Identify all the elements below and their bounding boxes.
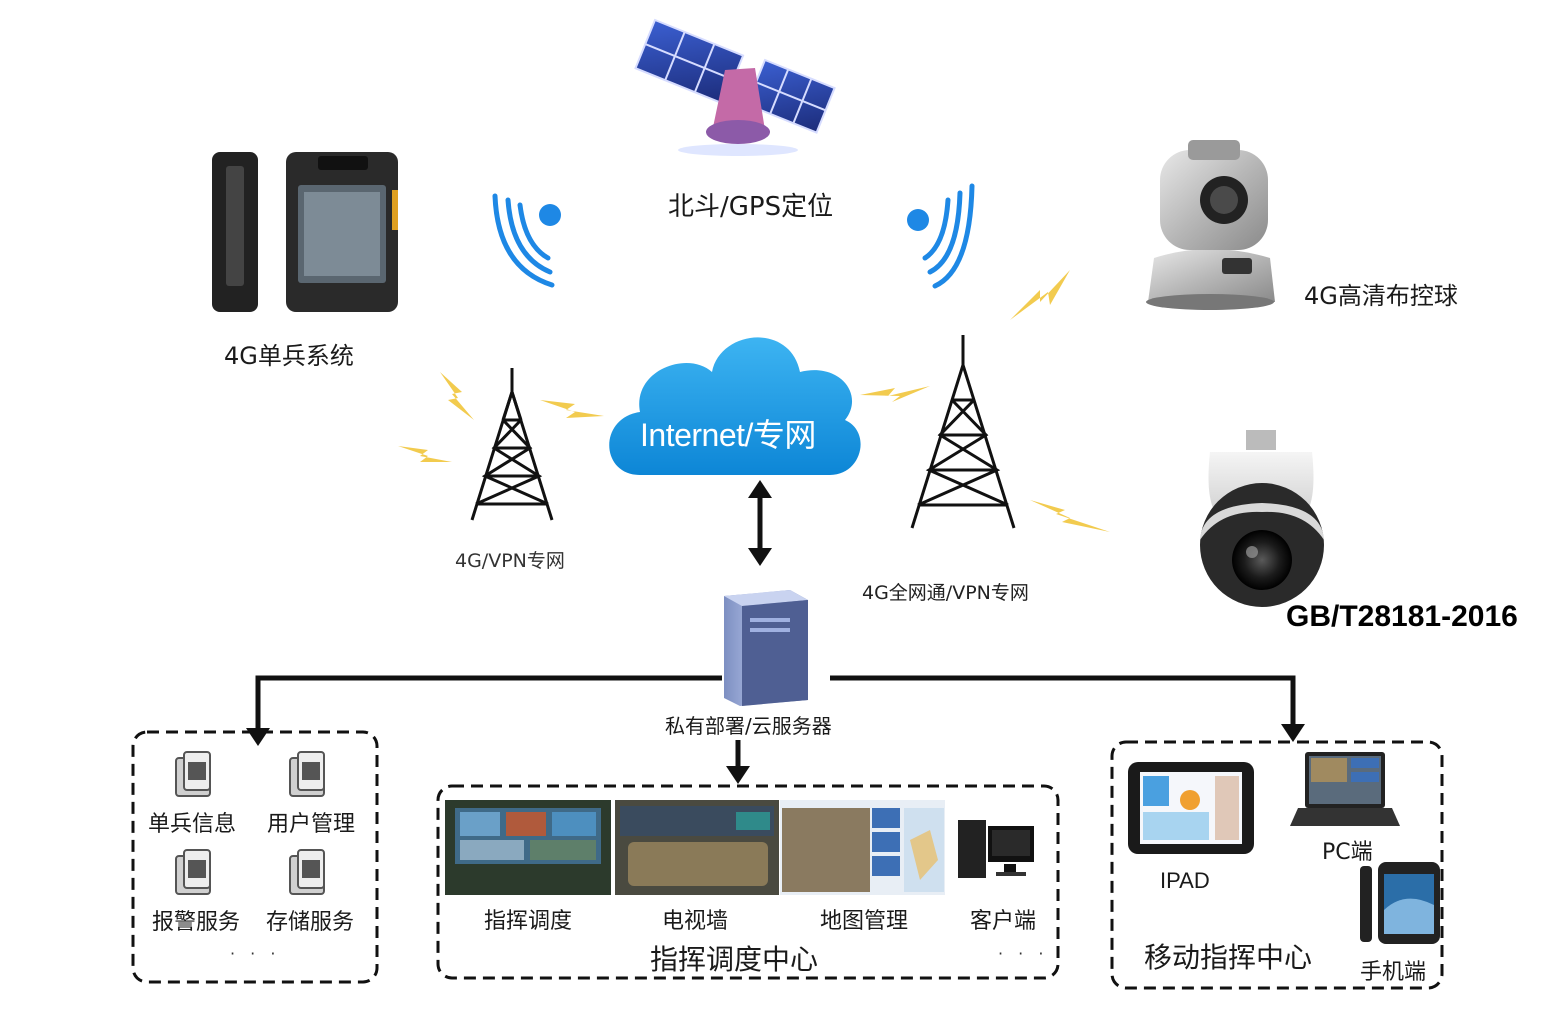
command-item-tv-wall: 电视墙 [662, 909, 729, 934]
service-item-user-management: 用户管理 [267, 812, 356, 837]
cloud-label: Internet/专网 [640, 417, 816, 453]
signal-left-icon [492, 193, 561, 288]
single-soldier-device-icon [212, 152, 398, 312]
service-item-alarm: 报警服务 [152, 910, 241, 935]
tower-right-label: 4G全网通/VPN专网 [862, 582, 1029, 604]
server-icon [724, 590, 808, 706]
client-pc-icon [958, 820, 1034, 878]
mobile-center-title: 移动指挥中心 [1144, 941, 1313, 974]
command-center-more: · · · [998, 944, 1049, 963]
dome-camera-standard-label: GB/T28181-2016 [1286, 600, 1518, 633]
tower-right-icon [910, 335, 1016, 529]
mobile-center-frame [1110, 740, 1444, 990]
ptz-camera-label: 4G高清布控球 [1304, 282, 1458, 310]
lightning-icon [398, 270, 1110, 532]
distribution-lines [255, 675, 1296, 768]
satellite-label: 北斗/GPS定位 [668, 192, 834, 222]
mobile-item-pc: PC端 [1322, 840, 1373, 865]
tower-left-label: 4G/VPN专网 [455, 550, 565, 572]
file-box-icons [175, 751, 325, 895]
command-center-title: 指挥调度中心 [650, 943, 819, 976]
service-item-soldier-info: 单兵信息 [148, 812, 237, 837]
cloud-server-arrow [748, 480, 772, 566]
command-item-client: 客户端 [970, 909, 1037, 934]
single-soldier-label: 4G单兵系统 [224, 342, 354, 370]
tower-left-icon [470, 368, 554, 521]
service-panel-more: · · · [230, 944, 281, 963]
mobile-item-ipad: IPAD [1160, 868, 1210, 893]
command-item-dispatch: 指挥调度 [484, 909, 573, 934]
cloud-icon [609, 337, 861, 475]
service-panel-frame [131, 730, 379, 984]
command-center-frame [436, 784, 1060, 980]
phone-icon [1360, 862, 1440, 944]
mobile-item-phone: 手机端 [1360, 960, 1427, 985]
ptz-camera-icon [1146, 140, 1275, 310]
command-item-map: 地图管理 [820, 909, 909, 934]
signal-right-icon [907, 183, 975, 289]
service-item-storage: 存储服务 [266, 910, 355, 935]
command-thumbnails [445, 800, 1034, 895]
ipad-icon [1128, 762, 1254, 854]
satellite-icon [634, 18, 836, 156]
dome-camera-icon [1200, 430, 1324, 607]
pc-laptop-icon [1290, 752, 1400, 826]
server-label: 私有部署/云服务器 [665, 714, 832, 738]
